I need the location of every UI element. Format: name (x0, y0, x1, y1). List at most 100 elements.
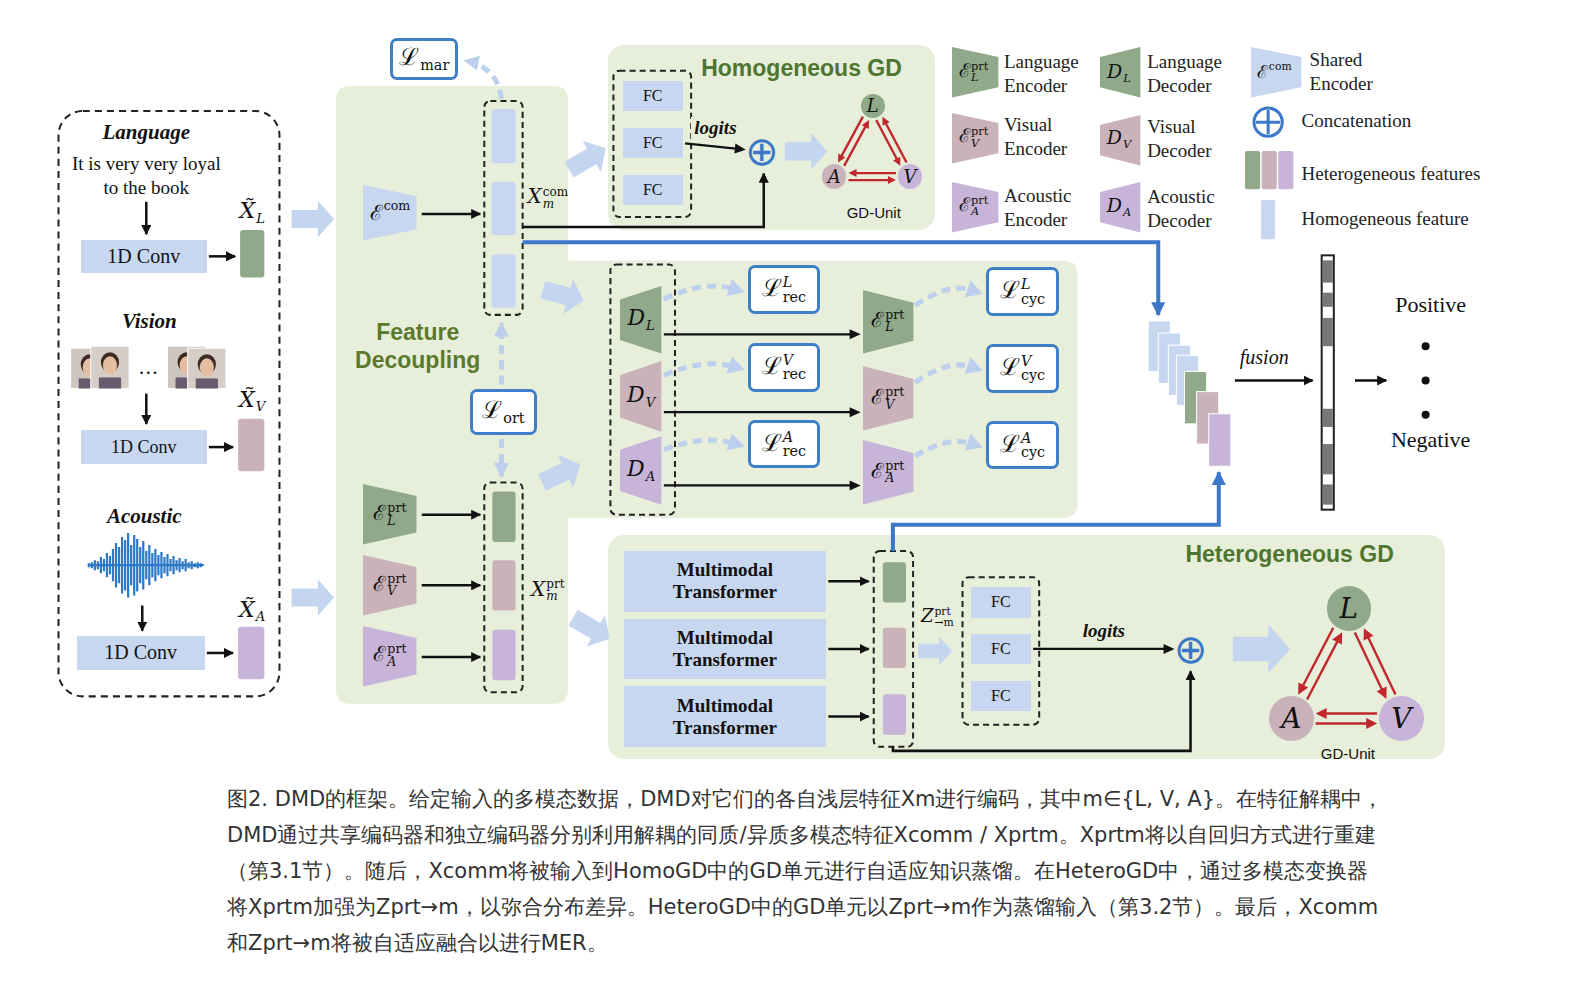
label-box: DA (1107, 196, 1131, 218)
node-label: ⊕ (745, 131, 779, 171)
loss-box: ℒVrec (748, 343, 821, 391)
math-symbol: ℰ (871, 459, 884, 483)
script-stack: prtV (885, 386, 904, 411)
script-stack: prtL (387, 502, 406, 527)
caption-box: 图2. DMD的框架。给定输入的多模态数据，DMD对它们的各自浅层特征Xm进行编… (227, 781, 1385, 961)
math-expression: Xcomm (528, 186, 569, 210)
connector-line (664, 333, 853, 335)
legend-text-box: Concatenation (1302, 109, 1412, 133)
math-symbol: X (531, 577, 545, 601)
legend-trapezoid (1100, 182, 1140, 232)
connector-line (848, 179, 890, 181)
node-label: FC (643, 87, 663, 105)
legend-icon (1261, 200, 1275, 239)
modality-node: L (1327, 586, 1371, 630)
legend-trapezoid (1100, 115, 1140, 165)
script-stack: com (1269, 61, 1292, 72)
heterogeneous-feature (1209, 414, 1231, 466)
superscript: prt (885, 309, 904, 322)
script-stack: prtA (885, 460, 904, 485)
node-label: ⊕ (1174, 629, 1208, 669)
fc-box: FC (623, 81, 684, 111)
superscript: L (1021, 277, 1045, 291)
modality-letter: L (867, 95, 879, 116)
script-stack: com (384, 200, 411, 213)
trapezoid (363, 555, 416, 616)
math-expression: Xprtm (531, 578, 565, 602)
node-label: ℒAcyc (1000, 431, 1045, 460)
fc-box: FC (623, 175, 684, 205)
math-expression: DL (627, 307, 654, 332)
math-symbol: D (1107, 126, 1122, 148)
trapezoid (363, 484, 416, 545)
subscript: V (256, 400, 266, 413)
legend-text: Language Decoder (1147, 51, 1222, 96)
node-label: ℒVrec (762, 353, 806, 382)
subscript: L (971, 72, 988, 83)
label-box: fusion (1240, 346, 1289, 369)
connector-line (854, 172, 896, 174)
legend-text: Shared Encoder (1310, 49, 1373, 94)
script-stack: prtm (546, 578, 564, 602)
math-symbol: ℰ (370, 201, 383, 225)
script-stack: Arec (783, 430, 806, 459)
math-expression: ℒVrec (762, 353, 806, 382)
node-label: A (828, 168, 841, 186)
modality-node: V (1379, 696, 1423, 740)
box-text: FC (643, 87, 663, 104)
box-text: 1D Conv (111, 437, 177, 457)
edge-label: logits (1080, 620, 1128, 642)
modality-letter: L (1340, 592, 1359, 625)
subscript: L (387, 515, 406, 528)
legend-text-box: Language Encoder (1004, 50, 1096, 98)
concatenation-node: ⊕ (1172, 631, 1208, 667)
legend-bar (1262, 151, 1277, 189)
label-text: Negative (1391, 427, 1470, 452)
script-stack: prtA (971, 194, 988, 217)
math-symbol: ℰ (959, 58, 970, 80)
math-expression: ℒort (482, 398, 524, 425)
label-box: Negative (1391, 427, 1470, 453)
subscript: V (387, 585, 406, 598)
subscript: cyc (1021, 292, 1045, 306)
concatenation-node: ⊕ (744, 133, 780, 169)
subscript: V (885, 399, 904, 412)
legend-trapezoid (952, 182, 998, 232)
node-label: Multimodal Transformer (630, 695, 821, 739)
script-stack: A (1123, 207, 1131, 218)
superscript: A (1021, 431, 1045, 445)
fused-features (1148, 321, 1231, 466)
script-stack: V (646, 396, 656, 409)
script-stack: prtL (971, 60, 988, 83)
box-text: 1D Conv (104, 641, 177, 663)
node-label: ℒVcyc (1000, 354, 1045, 383)
math-symbol: ℰ (1257, 61, 1268, 82)
math-symbol: ℰ (959, 124, 970, 146)
connector-line (664, 411, 853, 413)
legend-trapezoid (1100, 47, 1140, 97)
homogeneous-feature (491, 109, 515, 163)
label-text: Acoustic (107, 503, 182, 527)
ellipsis-dot (1422, 411, 1430, 419)
superscript: L (783, 275, 806, 289)
panel-title: Heterogeneous GD (1185, 541, 1393, 567)
math-expression: ℒVcyc (1000, 354, 1045, 383)
panel-heading: Heterogeneous GD (1185, 541, 1393, 569)
legend-text-box: Heterogeneous features (1302, 162, 1481, 186)
label-text: Vision (122, 308, 177, 332)
loss-box: ℒLrec (748, 265, 821, 313)
output-cell (1323, 318, 1333, 346)
subscript: mar (420, 58, 449, 72)
subscript: rec (783, 367, 806, 381)
legend-text-box: Acoustic Decoder (1147, 185, 1239, 233)
box-text: FC (643, 181, 663, 198)
math-expression: ℒmar (399, 45, 449, 72)
subscript: A (256, 610, 266, 623)
superscript: prt (387, 502, 406, 515)
flow-arrow (560, 133, 615, 186)
box-text: Multimodal Transformer (673, 627, 777, 670)
math-expression: X̃V (239, 388, 265, 413)
script-stack: Lcyc (1021, 277, 1045, 306)
math-symbol: X̃ (239, 596, 255, 621)
label-box: Xprtm (531, 578, 565, 602)
